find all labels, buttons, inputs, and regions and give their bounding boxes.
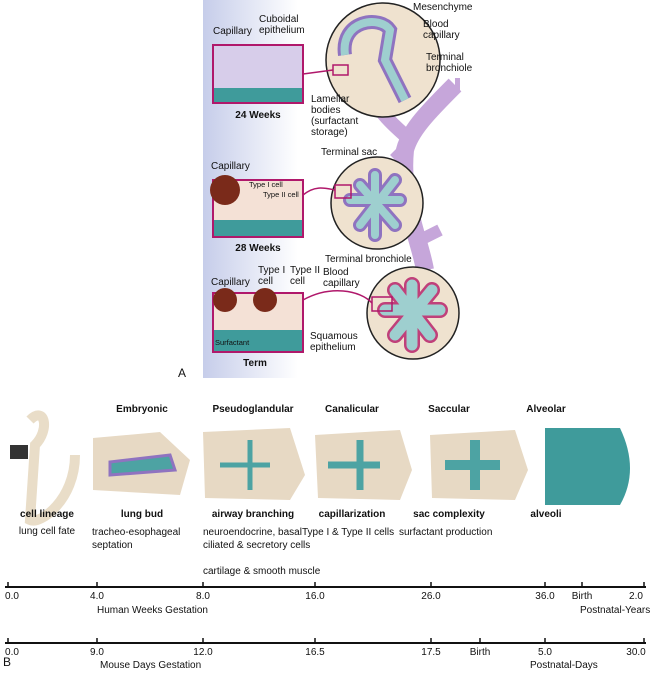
tick-label: 0.0 — [5, 647, 19, 658]
label-capillary-28: Capillary — [211, 161, 250, 172]
stage-description: lung cell fate — [18, 526, 76, 537]
mouse-timeline-label: Mouse Days Gestation — [100, 660, 202, 671]
inset-term — [212, 288, 373, 353]
label-blood-capillary-top: Blood capillary — [423, 19, 460, 41]
stage-description: neuroendocrine, basal ciliated & secreto… — [203, 527, 321, 577]
label-capillary-24: Capillary — [213, 26, 252, 37]
stage-name: Alveolar — [526, 404, 566, 415]
stage-name: Canalicular — [325, 404, 379, 415]
stage-description: Type I & Type II cells — [302, 527, 395, 538]
human-postnatal-label: Postnatal-Years — [580, 605, 650, 616]
stage-name: Pseudoglandular — [212, 404, 294, 415]
label-squamous-epithelium: Squamous epithelium — [310, 331, 358, 353]
label-blood-capillary-bottom: Blood capillary — [323, 267, 360, 289]
inset-title-24-weeks: 24 Weeks — [235, 110, 281, 121]
tick-label: 16.5 — [305, 647, 325, 658]
label-lamellar-bodies: Lamellar bodies (surfactant storage) — [311, 94, 359, 138]
label-surfactant: Surfactant — [215, 338, 250, 347]
inset-28-weeks — [210, 175, 336, 238]
stage-feature: sac complexity — [413, 509, 485, 520]
label-cuboidal-epithelium: Cuboidal epithelium — [259, 14, 305, 36]
panel-b-label: B — [3, 655, 12, 669]
stage-name: Embryonic — [116, 404, 168, 415]
tick-label: 16.0 — [305, 591, 325, 602]
label-terminal-bronchiole-top: Terminal bronchiole — [426, 52, 473, 74]
tick-label: 12.0 — [193, 647, 213, 658]
stage-feature: cell lineage — [20, 509, 74, 520]
tick-label: 8.0 — [196, 591, 210, 602]
mouse-postnatal-label: Postnatal-Days — [530, 660, 598, 671]
tick-label: 9.0 — [90, 647, 104, 658]
tick-label: 0.0 — [5, 591, 19, 602]
circle-24-weeks — [325, 2, 441, 118]
label-type-ii-cell-28: Type II cell — [263, 190, 299, 199]
human-timeline-label: Human Weeks Gestation — [97, 605, 208, 616]
label-capillary-term: Capillary — [211, 277, 250, 288]
label-type-i-cell-term: Type I cell — [258, 265, 286, 287]
tick-label: Birth — [571, 591, 593, 602]
stage-feature: alveoli — [530, 509, 562, 520]
tick-label: 36.0 — [535, 591, 555, 602]
tick-label: Birth — [469, 647, 491, 658]
timelines — [5, 582, 646, 644]
stage-description: tracheo-esophageal septation — [92, 527, 181, 551]
label-mesenchyme: Mesenchyme — [413, 2, 473, 13]
inset-title-term: Term — [243, 358, 267, 369]
circle-28-weeks — [330, 156, 424, 250]
tick-label: 2.0 — [629, 591, 643, 602]
circle-term — [366, 266, 460, 360]
inset-title-28-weeks: 28 Weeks — [235, 243, 281, 254]
stage-feature: lung bud — [120, 509, 164, 520]
tick-label: 26.0 — [421, 591, 441, 602]
label-type-ii-cell-term: Type II cell — [290, 265, 321, 287]
stage-description: surfactant production — [399, 527, 493, 538]
panel-a-label: A — [178, 366, 187, 380]
label-terminal-bronchiole-bottom: Terminal bronchiole — [325, 254, 412, 265]
inset-24-weeks — [212, 44, 334, 104]
cell-lineage-embryo — [10, 410, 80, 526]
stage-feature: airway branching — [211, 509, 295, 520]
tick-label: 5.0 — [538, 647, 552, 658]
stage-name: Saccular — [428, 404, 470, 415]
label-type-i-cell-28: Type I cell — [249, 180, 283, 189]
label-terminal-sac: Terminal sac — [321, 147, 378, 158]
stage-feature: capillarization — [318, 509, 386, 520]
tick-label: 17.5 — [421, 647, 441, 658]
tick-label: 4.0 — [90, 591, 104, 602]
alveolar-drawing — [545, 428, 630, 505]
tick-label: 30.0 — [626, 647, 646, 658]
